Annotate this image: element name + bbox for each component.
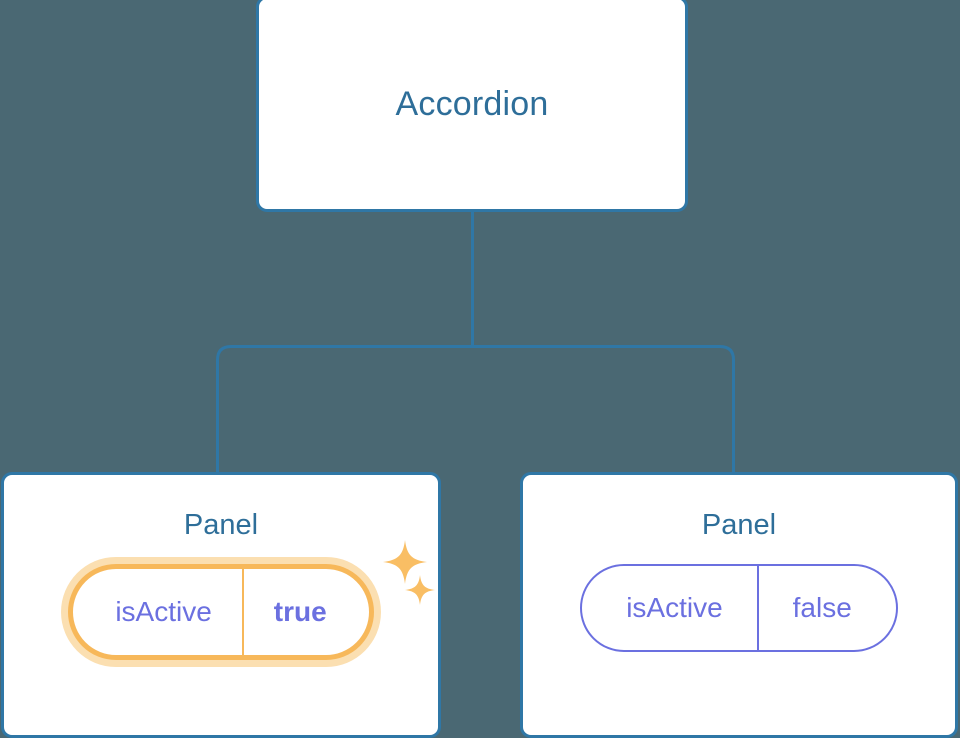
node-panel-left[interactable]: Panel isActive true xyxy=(1,472,441,738)
prop-key-label: isActive xyxy=(115,596,212,627)
prop-pill-isactive-true[interactable]: isActive true xyxy=(68,564,374,660)
prop-value-label: false xyxy=(756,566,896,650)
node-panel-right[interactable]: Panel isActive false xyxy=(520,472,958,738)
prop-key-label: isActive xyxy=(626,592,723,623)
connector-branch-right xyxy=(472,345,735,474)
node-panel-right-title: Panel xyxy=(701,509,777,541)
node-accordion[interactable]: Accordion xyxy=(256,0,688,212)
node-panel-left-title: Panel xyxy=(183,509,259,541)
prop-pill-right-wrapper: isActive false xyxy=(580,564,898,652)
prop-pill-left-wrapper: isActive true xyxy=(61,557,381,667)
prop-pill-isactive-false[interactable]: isActive false xyxy=(580,564,898,652)
connector-branch-left xyxy=(216,345,473,474)
node-accordion-title: Accordion xyxy=(395,85,549,123)
prop-value-label: true xyxy=(241,569,369,655)
